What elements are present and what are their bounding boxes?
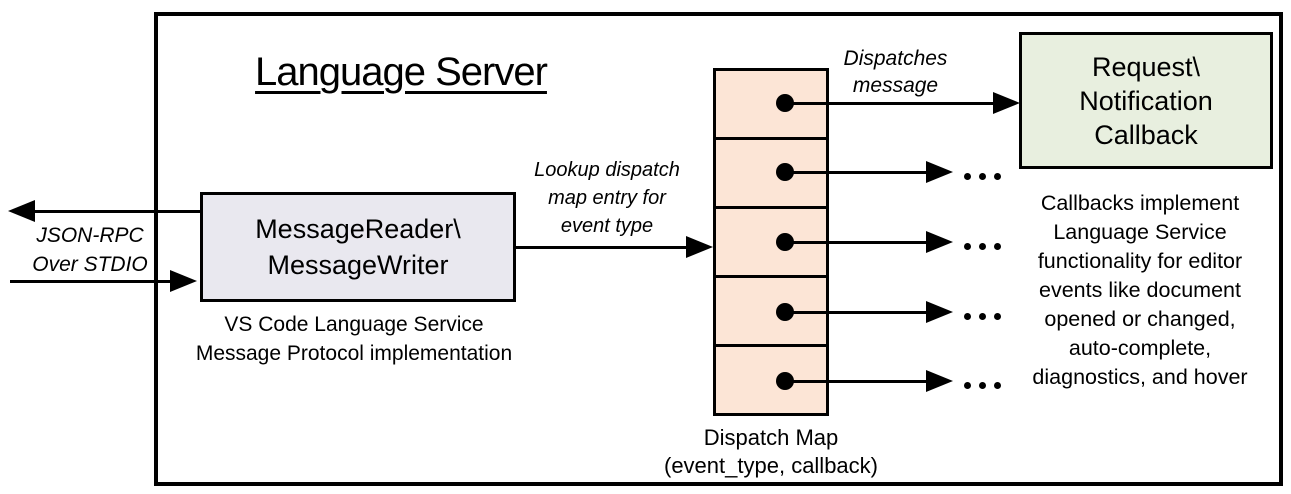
dispatch-map-label: Dispatch Map (event_type, callback) [640, 424, 902, 480]
diagram-title: Language Server [221, 50, 581, 95]
dispatch-arrow-line-3 [785, 241, 928, 244]
lookup-arrowhead-icon [686, 236, 713, 258]
callbacks-note-line: auto-complete, [1068, 336, 1212, 360]
reader-box-line2: MessageWriter [267, 250, 449, 280]
dispatch-arrowhead-5-icon [926, 370, 953, 392]
request-notification-callback-box: Request\ Notification Callback [1019, 32, 1273, 169]
ellipsis-dot [994, 382, 1001, 389]
reader-caption-line2: Message Protocol implementation [195, 342, 513, 365]
dispatch-arrowhead-3-icon [926, 231, 953, 253]
lookup-label-line1: Lookup dispatch [534, 159, 680, 181]
stdio-out-arrowhead-icon [8, 200, 35, 222]
message-reader-writer-box: MessageReader\ MessageWriter [200, 192, 516, 302]
lookup-label: Lookup dispatch map entry for event type [517, 156, 697, 240]
callbacks-note-line: Language Service [1053, 220, 1227, 244]
stdio-label-line2: Over STDIO [32, 253, 148, 276]
dispatch-map-cell [716, 140, 826, 209]
ellipsis-dot [964, 173, 971, 180]
stdio-in-arrow-line [10, 280, 172, 283]
reader-caption-line1: VS Code Language Service [224, 313, 484, 336]
ellipsis-dot [979, 243, 986, 250]
ellipsis-dot [964, 313, 971, 320]
ellipsis-dot [964, 243, 971, 250]
callbacks-note-line: functionality for editor [1037, 249, 1243, 273]
dispatch-arrowhead-2-icon [926, 161, 953, 183]
dispatch-map-cell [716, 209, 826, 278]
dispatch-arrow-line-5 [785, 380, 928, 383]
ellipsis-dot [979, 382, 986, 389]
dispatch-arrowhead-1-icon [993, 92, 1020, 114]
dispatch-arrow-line-1 [785, 102, 995, 105]
callback-box-line3: Callback [1094, 119, 1198, 150]
stdio-label-line1: JSON-RPC [36, 224, 144, 247]
language-server-frame [154, 12, 1283, 486]
stdio-label: JSON-RPC Over STDIO [15, 221, 165, 279]
ellipsis-dot [979, 173, 986, 180]
diagram-title-text: Language Server [255, 50, 548, 94]
ellipsis-dot [964, 382, 971, 389]
ellipsis-dot [994, 243, 1001, 250]
dispatch-map-label-line2: (event_type, callback) [664, 453, 878, 478]
dispatch-arrow-line-4 [785, 311, 928, 314]
stdio-out-arrow-line [33, 210, 200, 213]
callbacks-note-line: Callbacks implement [1040, 191, 1240, 215]
dispatch-map-label-line1: Dispatch Map [703, 425, 839, 450]
reader-caption: VS Code Language Service Message Protoco… [193, 310, 515, 368]
dispatch-map-cell [716, 71, 826, 140]
lookup-label-line2: map entry for [548, 187, 666, 209]
lookup-label-line3: event type [560, 215, 654, 237]
callbacks-note-line: opened or changed, [1044, 307, 1236, 331]
ellipsis-dot [994, 173, 1001, 180]
callbacks-note-line: events like document [1039, 278, 1241, 302]
ellipsis-dot [994, 313, 1001, 320]
dispatch-arrow-line-2 [785, 171, 928, 174]
dispatch-map-cell [716, 278, 826, 347]
callback-box-line1: Request\ [1091, 51, 1201, 82]
dispatches-label-line1: Dispatches [843, 47, 948, 70]
dispatches-label-line2: message [852, 74, 939, 97]
dispatches-label: Dispatches message [828, 45, 963, 99]
ellipsis-dot [979, 313, 986, 320]
lookup-arrow-line [516, 246, 688, 249]
callbacks-note: Callbacks implement Language Service fun… [1004, 189, 1276, 392]
callback-box-line2: Notification [1079, 85, 1213, 116]
callbacks-note-line: diagnostics, and hover [1032, 365, 1248, 389]
reader-box-line1: MessageReader\ [255, 214, 461, 244]
stdio-in-arrowhead-icon [170, 270, 197, 292]
dispatch-arrowhead-4-icon [926, 301, 953, 323]
